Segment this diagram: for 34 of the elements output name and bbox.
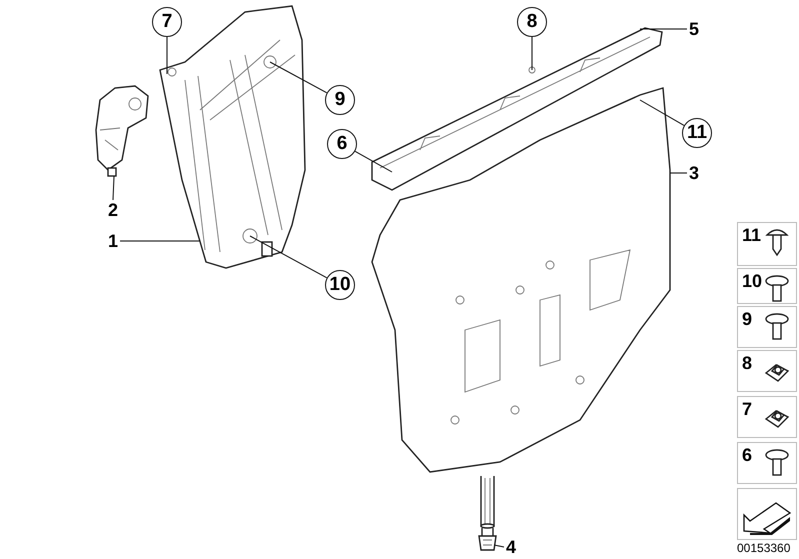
callout-number: 2 [108,200,118,220]
leader-line [270,62,328,94]
part-number: 9 [742,309,752,329]
fastener-panel [737,396,797,438]
part-number: 6 [742,445,752,465]
callout-number: 7 [152,7,182,37]
leader-line [670,172,688,174]
fastener-panel [737,306,797,348]
callout-number: 9 [325,85,355,115]
callout-number: 1 [108,231,118,251]
part-number: 8 [742,353,752,373]
leader-line [494,544,504,548]
part-number: 7 [742,399,752,419]
image-number: 00153360 [737,541,790,555]
part-number: 10 [742,271,762,291]
leader-line [120,240,200,242]
callout-number: 3 [689,163,700,183]
fastener-panel [737,222,797,266]
leader-line [640,28,688,30]
fastener-panel [737,442,797,484]
fastener-panel [737,350,797,392]
leader-line [250,236,328,278]
leader-line [166,36,168,74]
callout-number: 4 [506,537,516,557]
callout-number: 11 [682,118,712,148]
callout-number: 5 [689,19,700,39]
part-number: 11 [742,225,762,245]
leader-line [640,100,685,126]
callout-number: 8 [517,7,547,37]
fastener-panel [737,268,797,304]
callout-number: 10 [325,270,355,300]
leader-line [354,150,392,172]
callout-number: 6 [327,129,357,159]
leader-line [112,176,114,200]
